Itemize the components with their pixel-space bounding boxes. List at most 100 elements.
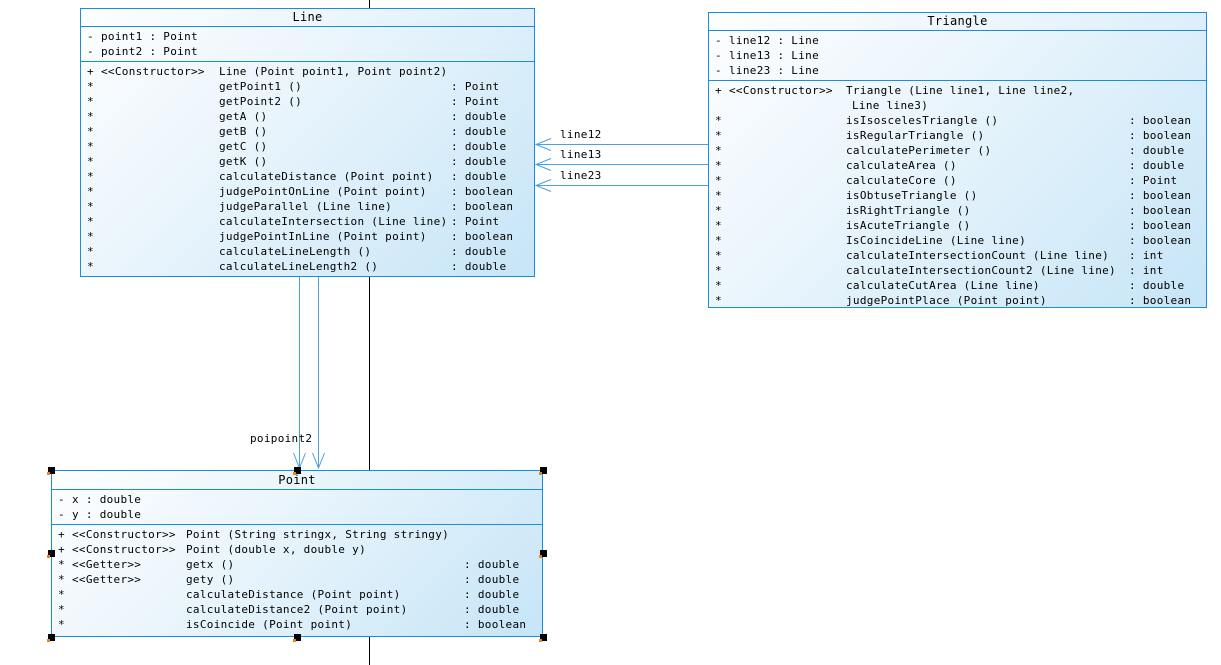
method-signature: judgePointOnLine (Point point) <box>219 185 427 198</box>
method-signature: isRegularTriangle () <box>846 129 985 142</box>
method-return-type: : boolean <box>1129 129 1192 142</box>
method-visibility: * <box>715 159 722 172</box>
method-visibility: * <box>715 249 722 262</box>
method-visibility: * <box>87 215 94 228</box>
method-signature: Line line3) <box>852 99 929 112</box>
method-return-type: : boolean <box>464 618 527 631</box>
method-visibility: * <box>58 588 65 601</box>
method-signature: calculateDistance2 (Point point) <box>186 603 408 616</box>
method-signature: calculateCutArea (Line line) <box>846 279 1040 292</box>
selection-handle-bottom-left[interactable] <box>47 634 55 642</box>
method-return-type: : double <box>1129 144 1185 157</box>
selection-handle-top-middle[interactable] <box>293 467 301 475</box>
method-signature: getA () <box>219 110 268 123</box>
method-signature: judgeParallel (Line line) <box>219 200 393 213</box>
method-signature: getC () <box>219 140 268 153</box>
method-row: * : double calculateLineLength2 () <box>81 259 534 274</box>
attribute-row: -point2 : Point <box>81 44 534 59</box>
method-visibility: * <box>87 170 94 183</box>
selection-handle-top-left[interactable] <box>47 467 55 475</box>
method-return-type: : boolean <box>1129 219 1192 232</box>
attribute-visibility: - <box>715 64 722 77</box>
selection-handle-top-right[interactable] <box>539 467 547 475</box>
method-return-type: : double <box>451 155 507 168</box>
method-return-type: : boolean <box>1129 294 1192 307</box>
method-visibility: * <box>87 260 94 273</box>
attribute-row: -point1 : Point <box>81 29 534 44</box>
method-return-type: : double <box>451 260 507 273</box>
association-line23[interactable] <box>534 179 708 192</box>
association-label-line23[interactable]: line23 <box>560 169 602 182</box>
method-signature: getPoint1 () <box>219 80 303 93</box>
method-return-type: : boolean <box>451 200 514 213</box>
method-visibility: * <box>715 234 722 247</box>
method-visibility: + <box>715 84 722 97</box>
method-signature: judgePointInLine (Point point) <box>219 230 427 243</box>
attribute-text: line13 : Line <box>729 49 819 62</box>
selection-handle-bottom-middle[interactable] <box>293 634 301 642</box>
method-signature: calculateLineLength2 () <box>219 260 379 273</box>
attributes-compartment: -point1 : Point-point2 : Point <box>81 27 534 62</box>
class-box-triangle[interactable]: Triangle -line12 : Line-line13 : Line-li… <box>708 12 1207 308</box>
method-return-type: : double <box>464 603 520 616</box>
method-signature: isRightTriangle () <box>846 204 971 217</box>
method-visibility: * <box>715 189 722 202</box>
method-return-type: : double <box>451 140 507 153</box>
method-visibility: + <box>58 543 65 556</box>
association-point2[interactable] <box>312 277 325 470</box>
class-title: Line <box>81 9 534 27</box>
attribute-text: line23 : Line <box>729 64 819 77</box>
method-return-type: : double <box>464 558 520 571</box>
method-signature: getPoint2 () <box>219 95 303 108</box>
method-stereotype: <<Constructor>> <box>101 65 205 78</box>
association-label-line13[interactable]: line13 <box>560 148 602 161</box>
method-visibility: + <box>87 65 94 78</box>
method-signature: calculateIntersectionCount (Line line) <box>846 249 1110 262</box>
selection-handle-middle-left[interactable] <box>47 550 55 558</box>
methods-compartment: +<<Constructor>>Line (Point point1, Poin… <box>81 62 534 276</box>
method-signature: calculateDistance (Point point) <box>186 588 401 601</box>
method-return-type: : double <box>451 170 507 183</box>
class-box-point[interactable]: Point -x : double-y : double +<<Construc… <box>51 470 543 637</box>
method-return-type: : double <box>464 573 520 586</box>
method-return-type: : boolean <box>1129 189 1192 202</box>
method-return-type: : boolean <box>1129 204 1192 217</box>
method-visibility: * <box>715 204 722 217</box>
association-label-poipoint2[interactable]: poipoint2 <box>250 432 313 445</box>
method-row: +<<Constructor>>Point (String stringx, S… <box>52 527 542 542</box>
method-visibility: * <box>87 125 94 138</box>
method-return-type: : double <box>1129 279 1185 292</box>
selection-handle-bottom-right[interactable] <box>539 634 547 642</box>
method-stereotype: <<Getter>> <box>72 573 142 586</box>
method-row: Line line3) <box>709 98 1206 113</box>
method-return-type: : Point <box>1129 174 1178 187</box>
method-signature: IsCoincideLine (Line line) <box>846 234 1026 247</box>
attribute-visibility: - <box>58 493 65 506</box>
association-label-line12[interactable]: line12 <box>560 128 602 141</box>
association-line13[interactable] <box>534 158 708 171</box>
attribute-visibility: - <box>715 34 722 47</box>
method-return-type: : double <box>1129 159 1185 172</box>
selection-handle-middle-right[interactable] <box>539 550 547 558</box>
class-box-line[interactable]: Line -point1 : Point-point2 : Point + <<C… <box>80 8 535 277</box>
association-line12[interactable] <box>534 138 708 151</box>
method-visibility: * <box>87 140 94 153</box>
